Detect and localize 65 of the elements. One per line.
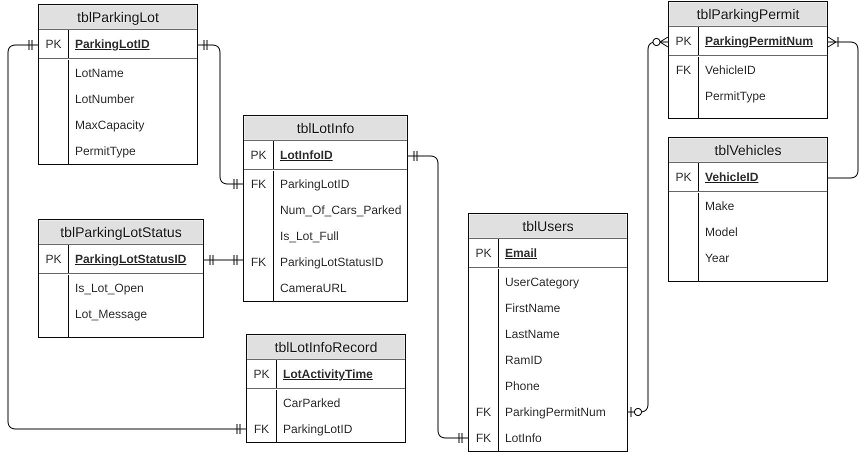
- field-name: UserCategory: [504, 275, 580, 289]
- field-name: PermitType: [704, 89, 766, 103]
- field-name: ParkingLotStatusID: [279, 255, 384, 269]
- key-label: PK: [250, 148, 266, 162]
- field-name: FirstName: [504, 301, 560, 315]
- entity-table: [668, 137, 828, 282]
- table-title: tblParkingLot: [39, 5, 197, 30]
- key-label: PK: [45, 252, 62, 266]
- key-label: FK: [254, 422, 270, 436]
- relationship-line: [628, 36, 668, 418]
- field-name: Year: [704, 251, 730, 265]
- field-name: ParkingLotID: [282, 422, 352, 436]
- key-label: PK: [675, 34, 692, 48]
- field-name: CarParked: [282, 396, 340, 410]
- relationship-line: [8, 40, 246, 434]
- key-label: FK: [250, 255, 266, 269]
- entity-table: [668, 1, 828, 119]
- key-label: PK: [45, 37, 62, 51]
- field-name: VehicleID: [704, 170, 758, 184]
- field-name: MaxCapacity: [74, 118, 144, 132]
- field-name: Make: [704, 199, 734, 213]
- field-name: LotNumber: [74, 92, 134, 106]
- key-label: FK: [676, 63, 692, 77]
- field-name: ParkingLotID: [74, 37, 150, 51]
- field-name: ParkingLotStatusID: [74, 252, 186, 266]
- field-name: RamID: [504, 353, 542, 367]
- field-name: LotInfo: [504, 431, 542, 445]
- field-name: LotActivityTime: [282, 367, 373, 381]
- field-name: Phone: [504, 379, 540, 393]
- key-label: FK: [250, 177, 266, 191]
- entity-table: [468, 213, 628, 452]
- entity-table: [38, 4, 198, 165]
- relationship-line: [408, 150, 468, 444]
- field-name: VehicleID: [704, 63, 756, 77]
- field-name: ParkingPermitNum: [704, 34, 814, 48]
- field-name: ParkingPermitNum: [504, 405, 606, 419]
- entity-table: [243, 115, 408, 302]
- field-name: Model: [704, 225, 738, 239]
- relationship-line: [198, 40, 244, 190]
- field-name: LotInfoID: [279, 148, 333, 162]
- table-title: tblVehicles: [669, 138, 827, 163]
- table-title: tblUsers: [469, 214, 627, 239]
- field-name: PermitType: [74, 144, 136, 158]
- entity-table: [246, 334, 406, 443]
- relationship-line: [204, 254, 244, 266]
- field-name: Num_Of_Cars_Parked: [279, 203, 402, 217]
- field-name: LastName: [504, 327, 560, 341]
- field-name: Lot_Message: [74, 307, 148, 321]
- table-title: tblParkingPermit: [669, 2, 827, 27]
- field-name: CameraURL: [279, 281, 347, 295]
- key-label: FK: [476, 431, 492, 445]
- field-name: Is_Lot_Full: [279, 229, 339, 243]
- key-label: PK: [475, 246, 492, 260]
- field-name: ParkingLotID: [279, 177, 350, 191]
- field-name: Email: [504, 246, 538, 260]
- table-title: tblLotInfo: [244, 116, 407, 141]
- field-name: Is_Lot_Open: [74, 281, 144, 295]
- relationship-line: [828, 36, 858, 178]
- table-title: tblParkingLotStatus: [39, 220, 203, 245]
- key-label: PK: [253, 367, 270, 381]
- table-title: tblLotInfoRecord: [247, 335, 405, 360]
- key-label: FK: [476, 405, 492, 419]
- field-name: LotName: [74, 66, 124, 80]
- key-label: PK: [675, 170, 692, 184]
- entity-table: [38, 219, 204, 338]
